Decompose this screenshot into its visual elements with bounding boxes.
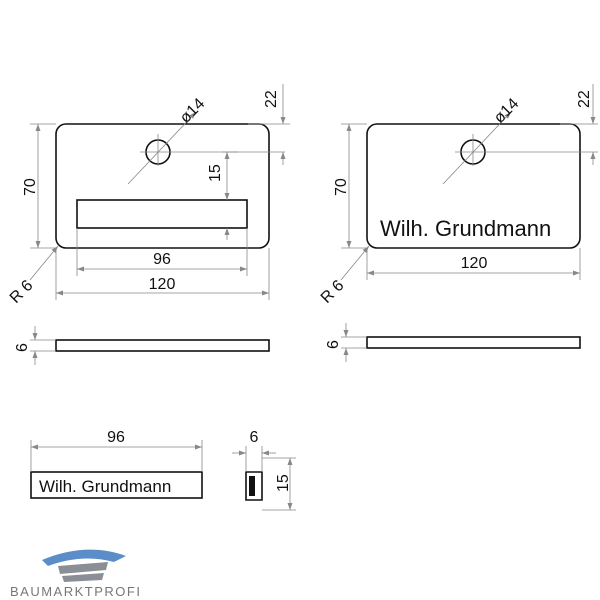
name-insert-outline: [30, 471, 203, 499]
diameter-leader-left: [127, 111, 197, 185]
insert-height-label: 15: [275, 474, 292, 492]
slot-width-label: 96: [153, 251, 171, 268]
side-view-right: 6: [325, 323, 581, 362]
width-label-right: 120: [461, 255, 488, 272]
plate-outline-right: [366, 123, 581, 249]
corner-radius-label-left: R 6: [7, 277, 37, 307]
plate-with-slot-view: ø14 22 15 70 96 120 R 6: [7, 84, 290, 307]
diameter-label-left: ø14: [177, 95, 209, 127]
logo-text: BAUMARKTPROFI: [10, 584, 141, 599]
plate-engraved-view: Wilh. Grundmann ø14 22 70 120 R 6: [318, 84, 598, 307]
top-offset-label-right: 22: [576, 90, 593, 108]
plate-side-profile-left: [55, 339, 270, 352]
name-slot: [76, 199, 248, 229]
name-insert-view: Wilh. Grundmann 96: [30, 429, 203, 499]
logo-roof-shape: [42, 549, 126, 566]
brand-logo: BAUMARKTPROFI: [10, 549, 141, 599]
top-offset-label-left: 22: [263, 90, 280, 108]
height-label-right: 70: [333, 178, 350, 196]
diameter-leader-right: [442, 111, 512, 185]
thickness-label-right: 6: [325, 340, 342, 349]
slot-height-label: 15: [207, 164, 224, 182]
plate-side-profile-right: [366, 336, 581, 349]
corner-radius-label-right: R 6: [318, 277, 348, 307]
width-label-left: 120: [149, 276, 176, 293]
height-label-left: 70: [22, 178, 39, 196]
side-view-left: 6: [14, 326, 270, 365]
engraved-name: Wilh. Grundmann: [380, 216, 551, 241]
plate-outline-left: [55, 123, 270, 249]
diameter-label-right: ø14: [491, 95, 523, 127]
insert-profile-view: 6 15: [232, 429, 296, 511]
thickness-label-left: 6: [14, 343, 31, 352]
insert-width-label: 96: [107, 429, 125, 446]
insert-profile-shape: [245, 471, 263, 501]
insert-name-text: Wilh. Grundmann: [39, 477, 171, 496]
insert-thickness-label: 6: [250, 429, 259, 446]
